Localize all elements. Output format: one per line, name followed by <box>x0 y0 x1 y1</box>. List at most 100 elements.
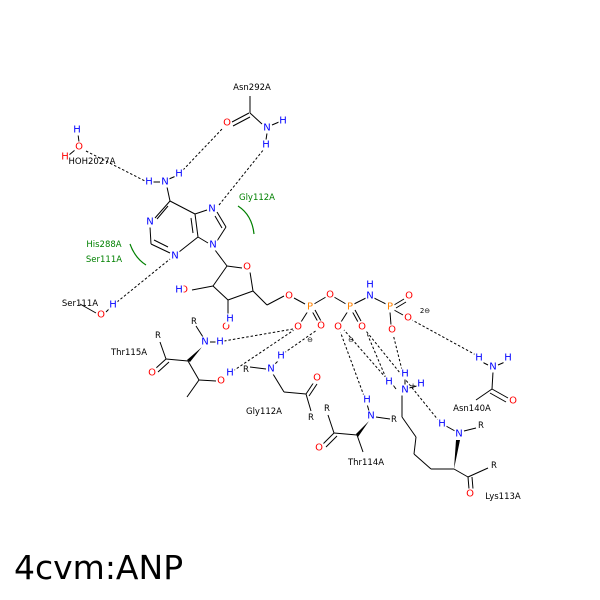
residue-label: His288A <box>86 240 121 250</box>
oxygen-atom: O <box>404 313 412 324</box>
atom-background <box>416 378 426 390</box>
bond <box>393 309 404 316</box>
r-group-label: R <box>324 404 330 414</box>
bond <box>166 186 171 202</box>
wedge-bond <box>454 440 460 469</box>
residue-label: Ser111A <box>86 255 122 265</box>
atom-background <box>225 367 235 379</box>
hydrogen-bond <box>223 328 294 342</box>
atom-background <box>474 352 484 364</box>
hydrophobic-arc-gly112 <box>237 205 255 235</box>
oxygen-atom: O <box>466 489 474 500</box>
bond <box>212 265 228 287</box>
atom-background <box>276 350 286 362</box>
hydrogen-atom: H <box>226 314 234 325</box>
bond <box>232 116 251 127</box>
bond <box>265 132 268 141</box>
hydrogen-bond <box>116 258 171 303</box>
bond <box>150 243 171 254</box>
atom-background <box>266 363 276 375</box>
bond <box>169 200 196 215</box>
atom-background <box>293 321 303 333</box>
bond <box>190 217 194 234</box>
atom-background <box>72 124 82 136</box>
charge-labels: 2⊖⊖⊖+ <box>307 307 430 390</box>
bond <box>333 432 358 436</box>
bond <box>79 303 97 314</box>
oxygen-atom: O <box>285 291 293 302</box>
diagram-title: 4cvm:ANP <box>14 548 184 587</box>
nitrogen-atom: N <box>209 240 216 251</box>
hydrogen-atom: H <box>504 353 512 364</box>
hydrogen-atom: H <box>109 300 117 311</box>
hydrophobic-arc-his288-ser111 <box>129 243 147 266</box>
atom-background <box>144 176 154 188</box>
oxygen-atom: O <box>294 322 302 333</box>
atom-background <box>278 115 288 127</box>
atom-background <box>465 488 475 500</box>
bond <box>271 121 280 126</box>
hydrogen-atom: H <box>73 125 81 136</box>
charge-label: ⊖ <box>348 336 354 344</box>
bond <box>340 310 349 323</box>
phosphorus-atom: P <box>307 302 313 313</box>
charge-label: ⊖ <box>307 336 313 344</box>
atom-background <box>314 442 324 454</box>
residue-label: Ser111A <box>62 299 98 309</box>
bond <box>353 297 367 305</box>
bond <box>194 213 199 238</box>
bond <box>226 265 243 269</box>
bond <box>186 379 200 398</box>
atom-background <box>60 151 70 163</box>
atom-background <box>384 376 394 388</box>
hydrogen-atom: H <box>175 285 183 296</box>
bond <box>231 112 250 123</box>
atom-background <box>145 216 155 228</box>
r-group-label: R <box>491 461 497 471</box>
bond <box>491 371 494 390</box>
hydrogen-bond <box>182 127 224 171</box>
hydrogen-atom: H <box>363 395 371 406</box>
oxygen-atom: O <box>180 285 188 296</box>
bond <box>197 236 209 244</box>
atom-background <box>216 375 226 387</box>
atom-background <box>366 410 376 422</box>
nitrogen-atom: N <box>455 429 462 440</box>
hydrogen-atom: H <box>279 116 287 127</box>
hydrogen-atom: H <box>385 377 393 388</box>
bond <box>191 285 214 291</box>
atom-background <box>174 284 184 296</box>
hydrogen-bond <box>232 329 295 372</box>
bond <box>408 385 418 389</box>
bond <box>413 453 432 470</box>
bond <box>313 296 327 305</box>
hydrogen-atom: H <box>226 368 234 379</box>
hydrogen-bond <box>365 330 387 379</box>
atom-background <box>333 321 343 333</box>
atom-background <box>242 261 252 273</box>
oxygen-atom: O <box>388 325 396 336</box>
hydrogen-atom: H <box>475 353 483 364</box>
hydrogen-atom: H <box>438 419 446 430</box>
bond <box>375 416 391 420</box>
hydrogen-atom: H <box>145 177 153 188</box>
wedge-bond <box>356 421 369 437</box>
atom-background <box>74 141 84 153</box>
phosphorus-atom: P <box>347 302 353 313</box>
bond <box>198 379 217 382</box>
bond <box>178 236 199 253</box>
bond <box>327 414 335 434</box>
r-group-label: R <box>391 415 397 425</box>
atom-background <box>174 168 184 180</box>
charge-label: 2⊖ <box>420 307 430 315</box>
bond <box>157 361 170 373</box>
nitrogen-atom: N <box>146 217 153 228</box>
bond <box>249 366 267 370</box>
atom-background <box>160 176 170 188</box>
hydrogen-atom: H <box>401 369 409 380</box>
bond <box>214 249 228 267</box>
atom-background <box>208 239 218 251</box>
hydrogen-atom: H <box>216 337 224 348</box>
